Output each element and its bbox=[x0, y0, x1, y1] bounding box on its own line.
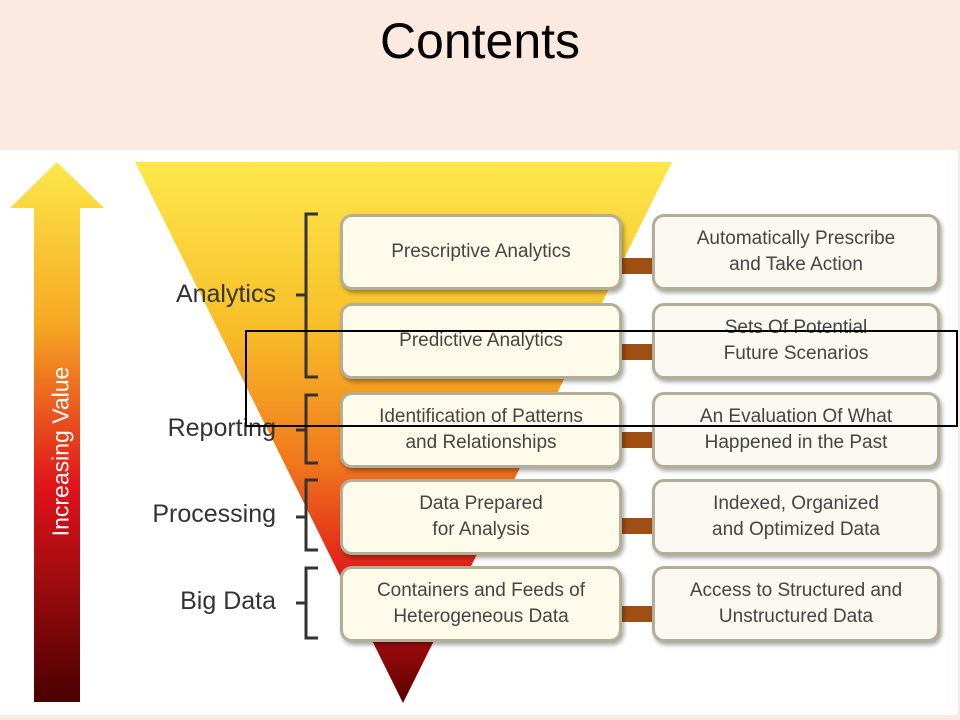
box-data-prepared: Data Prepared for Analysis bbox=[340, 479, 622, 555]
box-text: Prescriptive Analytics bbox=[391, 241, 571, 263]
box-text-line-2: Heterogeneous Data bbox=[393, 606, 569, 627]
box-predictive-analytics: Predictive Analytics bbox=[340, 303, 622, 379]
slide-title: Contents bbox=[379, 13, 581, 69]
bracket-analytics bbox=[296, 212, 318, 379]
box-text-line-1: Identification of Patterns bbox=[379, 406, 583, 428]
diagram-panel: Increasing Value Analytics Reporting Pro… bbox=[0, 150, 958, 715]
box-text-line-1: An Evaluation Of What bbox=[699, 406, 893, 428]
box-text-line-1: Data Prepared bbox=[419, 493, 543, 515]
box-text-line-2: and Take Action bbox=[729, 254, 863, 275]
up-arrow-icon bbox=[10, 162, 104, 702]
bracket-processing bbox=[296, 478, 318, 552]
box-indexed-organized: Indexed, Organized and Optimized Data bbox=[652, 479, 940, 555]
bracket-big-data bbox=[296, 566, 318, 640]
box-text-line-1: Access to Structured and bbox=[689, 580, 903, 602]
box-text-line-2: Happened in the Past bbox=[704, 432, 888, 453]
box-text-line-2: Unstructured Data bbox=[718, 606, 874, 627]
box-text-line-1: Sets Of Potential bbox=[724, 317, 868, 339]
layer-brackets bbox=[296, 212, 318, 640]
layer-label-processing: Processing bbox=[152, 500, 276, 528]
box-access-structured: Access to Structured and Unstructured Da… bbox=[652, 566, 940, 642]
box-text-line-2: for Analysis bbox=[432, 519, 530, 540]
box-identification-patterns: Identification of Patterns and Relations… bbox=[340, 392, 622, 468]
box-text-line-1: Indexed, Organized bbox=[713, 493, 879, 515]
box-text-line-1: Automatically Prescribe bbox=[696, 228, 896, 250]
layer-label-reporting: Reporting bbox=[167, 414, 276, 442]
layer-label-big-data: Big Data bbox=[180, 587, 276, 615]
box-text-line-1: Containers and Feeds of bbox=[376, 580, 586, 602]
box-potential-scenarios: Sets Of Potential Future Scenarios bbox=[652, 303, 940, 379]
box-containers-feeds: Containers and Feeds of Heterogeneous Da… bbox=[340, 566, 622, 642]
box-text: Predictive Analytics bbox=[399, 330, 563, 352]
bracket-reporting bbox=[296, 393, 318, 465]
box-evaluation-past: An Evaluation Of What Happened in the Pa… bbox=[652, 392, 940, 468]
box-text-line-2: and Optimized Data bbox=[712, 519, 880, 540]
box-text-line-2: Future Scenarios bbox=[723, 343, 869, 364]
increasing-value-label: Increasing Value bbox=[47, 366, 74, 537]
selection-rectangle bbox=[245, 330, 958, 427]
box-text-line-2: and Relationships bbox=[405, 432, 557, 453]
box-prescriptive-analytics: Prescriptive Analytics bbox=[340, 214, 622, 290]
box-automatically-prescribe: Automatically Prescribe and Take Action bbox=[652, 214, 940, 290]
layer-label-analytics: Analytics bbox=[175, 280, 276, 308]
